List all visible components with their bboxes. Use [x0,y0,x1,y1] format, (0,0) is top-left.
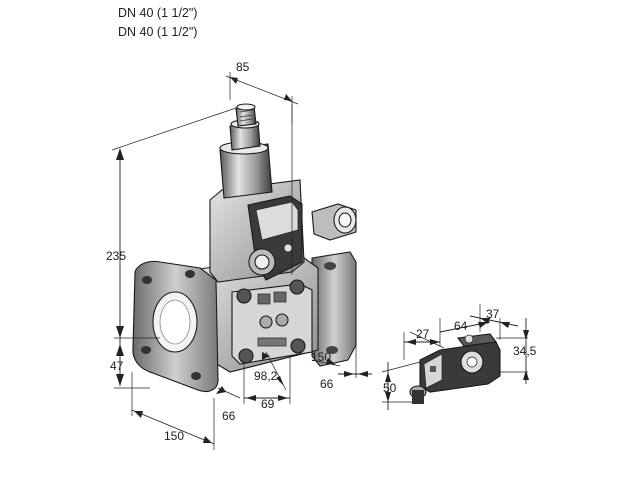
dim-85: 85 [236,60,250,74]
flange-bolt [141,346,151,354]
dim-27: 27 [416,327,430,341]
flange-bolt [191,372,201,380]
dim-98-2: 98,2 [254,369,278,383]
screw [238,348,254,364]
right-flange [311,251,357,367]
dim-66-right: 66 [320,377,334,391]
dim-66-front: 66 [222,409,236,423]
dim-150-bottom: 150 [164,429,184,443]
dim-47: 47 [110,359,124,373]
screw [289,279,305,295]
flow-arrow-icon [262,352,270,360]
cable-gland [311,203,357,241]
coil-dimension-lines [381,304,529,410]
dim-34-5: 34,5 [513,344,537,358]
dim-150-right: 150 [311,350,331,364]
solenoid-coil [409,333,501,404]
dim-69: 69 [261,397,275,411]
dim-37: 37 [486,307,500,321]
screw [236,288,252,304]
screw [290,338,306,354]
flange-bolt [142,276,152,284]
gas-valve [132,103,357,393]
dim-64: 64 [454,319,468,333]
model-label-1: DN 40 (1 1/2") [118,6,198,20]
dim-235: 235 [106,249,126,263]
model-label-2: DN 40 (1 1/2") [118,25,198,39]
dim-50: 50 [383,381,397,395]
flange-bolt [185,270,195,278]
valve-dimension-lines [111,72,372,450]
